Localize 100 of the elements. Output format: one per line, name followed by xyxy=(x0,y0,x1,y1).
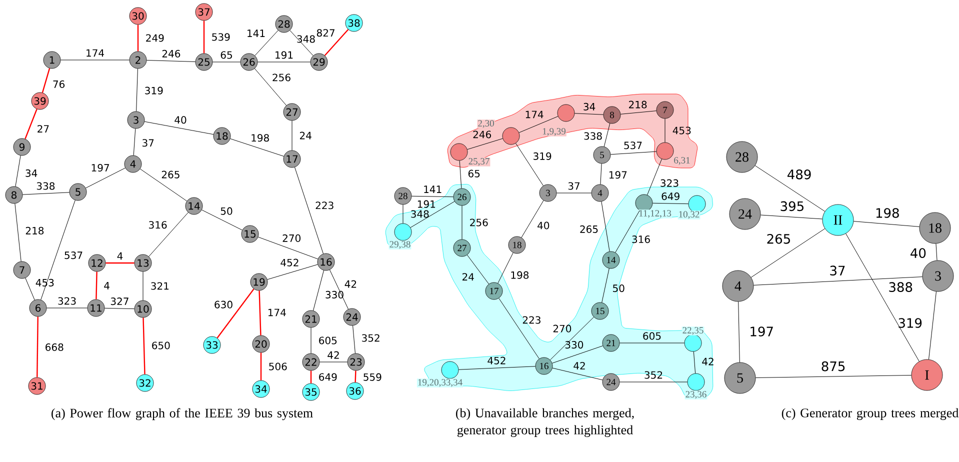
edge-line xyxy=(24,108,38,140)
bus-node: 39 xyxy=(31,92,49,110)
node-label: 22,35 xyxy=(682,326,704,336)
edge-line xyxy=(216,288,254,338)
edge-line xyxy=(140,168,188,202)
edge-line xyxy=(106,262,134,264)
edge-line xyxy=(619,342,685,344)
bus-node: 33 xyxy=(203,336,221,354)
edge-line xyxy=(846,233,920,362)
bus-node: 29 xyxy=(310,53,328,71)
bus-node: 38 xyxy=(345,14,363,32)
bus-node: 36 xyxy=(346,382,364,400)
bus-node xyxy=(635,194,653,212)
bus-node: 7 xyxy=(656,101,674,119)
edge-line xyxy=(498,298,540,359)
edge-line xyxy=(36,316,38,378)
edge-label: 319 xyxy=(145,86,163,94)
edge-label: 174 xyxy=(86,49,104,57)
edge-line xyxy=(928,291,937,360)
edge-label: 4 xyxy=(104,282,110,290)
edge-line xyxy=(936,243,938,261)
edge-label: 352 xyxy=(362,334,380,342)
bus-node: 14 xyxy=(602,251,620,269)
bus-node: 23 xyxy=(347,353,365,371)
node-label: 1,9,39 xyxy=(542,128,566,136)
edge-label: 319 xyxy=(898,318,922,328)
edge-line xyxy=(600,163,602,185)
edge-label: 537 xyxy=(624,142,642,150)
edge-line xyxy=(458,366,536,370)
edge-label: 37 xyxy=(830,266,845,276)
edge-label: 348 xyxy=(411,210,429,218)
edge-line xyxy=(550,316,594,360)
edge-label: 40 xyxy=(538,222,550,230)
edge-line xyxy=(521,200,544,238)
edge-label: 218 xyxy=(629,100,647,108)
edge-line xyxy=(142,318,146,374)
edge-label: 191 xyxy=(276,51,293,59)
edge-line xyxy=(25,278,35,300)
edge-label: 246 xyxy=(162,50,180,58)
edge-label: 489 xyxy=(788,169,811,180)
edge-line xyxy=(755,375,912,378)
bus-node xyxy=(441,361,459,379)
bus-node: 18 xyxy=(508,236,526,254)
edge-label: 197 xyxy=(750,326,773,336)
bus-node: 16 xyxy=(535,357,553,375)
edge-label: 76 xyxy=(53,80,65,88)
edge-label: 452 xyxy=(280,258,298,266)
edge-label: 198 xyxy=(876,208,899,218)
bus-node: II xyxy=(822,204,854,236)
edge-label: 34 xyxy=(584,102,596,110)
edge-label: 319 xyxy=(534,152,552,160)
edge-line xyxy=(104,308,135,310)
edge-line xyxy=(602,268,610,303)
edge-line xyxy=(96,272,98,300)
edge-label: 330 xyxy=(565,341,584,349)
edge-line xyxy=(753,276,923,286)
edge-label: 40 xyxy=(910,248,926,258)
bus-node: 5 xyxy=(724,362,756,394)
bus-node: 1 xyxy=(43,51,61,69)
bus-node: 3 xyxy=(922,260,954,292)
edge-line xyxy=(620,110,657,114)
bus-node: 24 xyxy=(602,373,620,391)
edge-label: 330 xyxy=(326,290,344,298)
edge-line xyxy=(552,368,603,380)
edge-label: 327 xyxy=(110,298,128,306)
edge-label: 452 xyxy=(488,356,506,364)
bus-node: 26 xyxy=(240,53,258,71)
edge-label: 453 xyxy=(36,278,54,286)
edge-line xyxy=(552,346,604,364)
edge-line xyxy=(144,121,214,135)
bus-node: 4 xyxy=(124,155,142,173)
edge-line xyxy=(267,264,318,280)
edge-line xyxy=(324,29,349,56)
bus-node xyxy=(557,104,575,122)
bus-node: 25 xyxy=(195,53,213,71)
edge-label: 42 xyxy=(702,358,714,366)
edge-label: 24 xyxy=(300,132,312,140)
edge-line xyxy=(258,236,318,260)
edge-line xyxy=(498,252,514,284)
bus-node: 6 xyxy=(29,299,47,317)
edge-line xyxy=(738,301,740,363)
edge-label: 141 xyxy=(248,30,265,37)
edge-label: 265 xyxy=(580,225,598,233)
bus-node: 22 xyxy=(302,353,320,371)
edge-label: 265 xyxy=(162,170,180,178)
edge-label: 539 xyxy=(212,33,230,41)
edge-line xyxy=(516,143,544,186)
bus-node: 13 xyxy=(134,254,152,272)
edge-label: 316 xyxy=(149,221,167,229)
edge-label: 630 xyxy=(214,300,232,308)
bus-node xyxy=(684,334,702,352)
edge-label: 246 xyxy=(473,130,492,138)
bus-node: 3 xyxy=(539,184,557,202)
edge-line xyxy=(604,123,610,147)
bus-node: 2 xyxy=(129,51,147,69)
edge-label: 42 xyxy=(574,362,585,370)
edge-line xyxy=(290,30,314,56)
edge-label: 559 xyxy=(364,373,382,381)
edge-line xyxy=(615,210,640,253)
edge-line xyxy=(329,270,349,310)
